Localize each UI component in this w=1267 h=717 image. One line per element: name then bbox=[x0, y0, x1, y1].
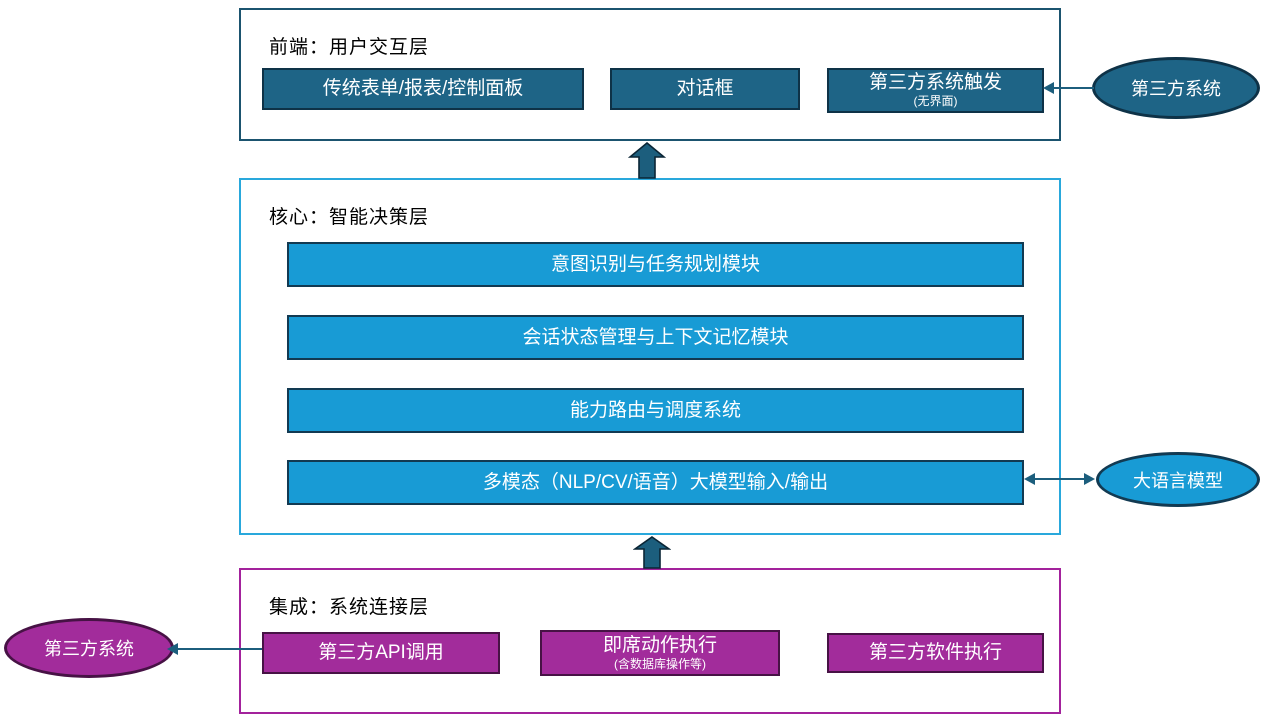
box-label: 对话框 bbox=[676, 78, 734, 100]
ellipse-label: 大语言模型 bbox=[1133, 470, 1223, 491]
frontend-layer-container: 前端：用户交互层 传统表单/报表/控制面板 对话框 第三方系统触发 (无界面) bbox=[239, 8, 1061, 141]
integration-layer-title: 集成：系统连接层 bbox=[269, 597, 430, 618]
frontend-box-dialog: 对话框 bbox=[610, 68, 800, 110]
arrowhead-right-icon bbox=[1084, 473, 1095, 485]
box-label: 传统表单/报表/控制面板 bbox=[322, 78, 524, 100]
frontend-box-traditional-forms: 传统表单/报表/控制面板 bbox=[262, 68, 584, 110]
frontend-box-third-party-trigger: 第三方系统触发 (无界面) bbox=[827, 68, 1044, 113]
ellipse-label: 第三方系统 bbox=[1131, 79, 1221, 99]
external-llm: 大语言模型 bbox=[1096, 452, 1260, 507]
box-label: 第三方API调用 bbox=[318, 642, 444, 664]
box-label: 第三方软件执行 bbox=[868, 642, 1002, 664]
box-label: 会话状态管理与上下文记忆模块 bbox=[522, 326, 789, 348]
arrowhead-left-icon bbox=[167, 643, 178, 655]
core-layer-container: 核心：智能决策层 意图识别与任务规划模块 会话状态管理与上下文记忆模块 能力路由… bbox=[239, 178, 1061, 535]
integration-box-adhoc-action: 即席动作执行 (含数据库操作等) bbox=[540, 630, 780, 676]
box-label: 第三方系统触发 bbox=[868, 72, 1002, 94]
box-label: 意图识别与任务规划模块 bbox=[550, 253, 760, 275]
core-layer-title: 核心：智能决策层 bbox=[269, 207, 430, 228]
box-sublabel: (无界面) bbox=[913, 94, 958, 109]
up-block-arrow-integration-to-core-icon bbox=[633, 536, 671, 569]
integration-box-third-party-software: 第三方软件执行 bbox=[827, 633, 1044, 673]
connector-multimodal-llm bbox=[1034, 478, 1086, 480]
connector-api-to-third-party bbox=[177, 648, 262, 650]
core-box-capability-routing: 能力路由与调度系统 bbox=[287, 388, 1024, 433]
box-label: 多模态（NLP/CV/语音）大模型输入/输出 bbox=[482, 471, 829, 493]
connector-third-party-to-trigger bbox=[1053, 87, 1094, 89]
box-label: 即席动作执行 bbox=[602, 634, 717, 656]
integration-box-third-party-api: 第三方API调用 bbox=[262, 632, 500, 674]
box-sublabel: (含数据库操作等) bbox=[614, 656, 706, 671]
core-box-intent-planning: 意图识别与任务规划模块 bbox=[287, 242, 1024, 287]
arrowhead-left-icon bbox=[1024, 473, 1035, 485]
frontend-layer-title: 前端：用户交互层 bbox=[269, 37, 430, 58]
up-block-arrow-core-to-frontend-icon bbox=[628, 142, 666, 179]
integration-layer-container: 集成：系统连接层 第三方API调用 即席动作执行 (含数据库操作等) 第三方软件… bbox=[239, 568, 1061, 714]
core-box-session-memory: 会话状态管理与上下文记忆模块 bbox=[287, 315, 1024, 360]
arrowhead-left-icon bbox=[1043, 82, 1054, 94]
ellipse-label: 第三方系统 bbox=[44, 639, 134, 659]
external-third-party-system-bottom: 第三方系统 bbox=[4, 618, 174, 678]
core-box-multimodal-io: 多模态（NLP/CV/语音）大模型输入/输出 bbox=[287, 460, 1024, 505]
box-label: 能力路由与调度系统 bbox=[569, 399, 741, 421]
external-third-party-system-top: 第三方系统 bbox=[1092, 57, 1260, 119]
